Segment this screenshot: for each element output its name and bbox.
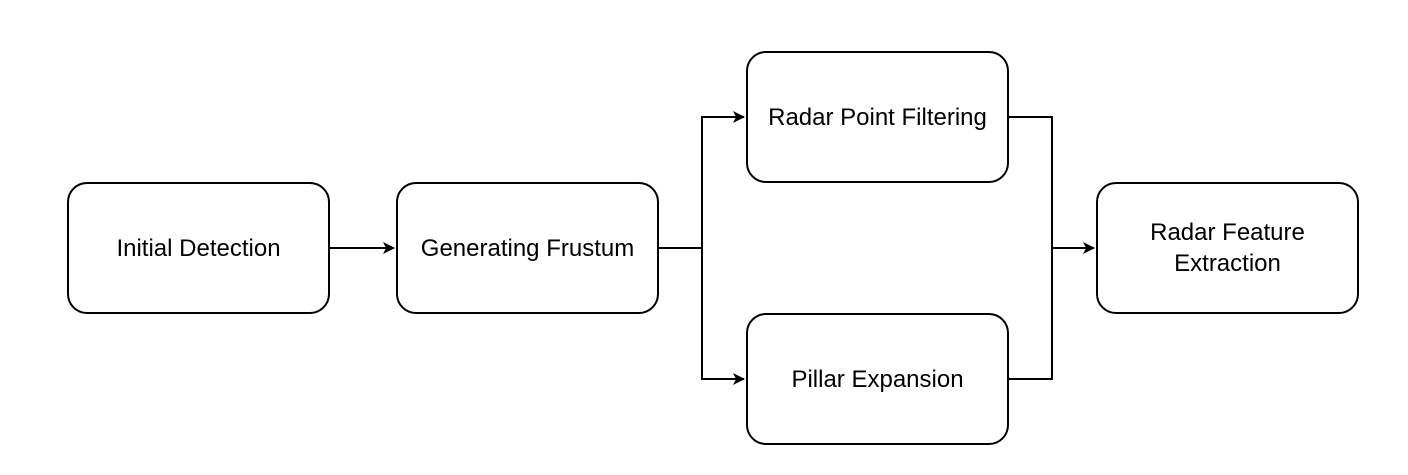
- node-pillar-expansion-label: Pillar Expansion: [791, 365, 964, 393]
- node-radar-feature-extraction: Radar Feature Extraction: [1096, 182, 1359, 314]
- edge-frustum-to-filtering: [659, 111, 745, 249]
- edge-frustum-to-pillar: [701, 248, 745, 385]
- node-generating-frustum-label: Generating Frustum: [420, 234, 635, 262]
- edge-filtering-to-feature: [1009, 116, 1053, 248]
- node-radar-point-filtering-label: Radar Point Filtering: [768, 103, 987, 131]
- node-radar-feature-extraction-label: Radar Feature Extraction: [1150, 219, 1305, 277]
- node-pillar-expansion: Pillar Expansion: [746, 313, 1009, 445]
- node-generating-frustum: Generating Frustum: [396, 182, 659, 314]
- node-initial-detection-label: Initial Detection: [116, 234, 281, 262]
- node-initial-detection: Initial Detection: [67, 182, 330, 314]
- edge-pillar-to-feature: [1009, 242, 1095, 380]
- node-radar-point-filtering: Radar Point Filtering: [746, 51, 1009, 183]
